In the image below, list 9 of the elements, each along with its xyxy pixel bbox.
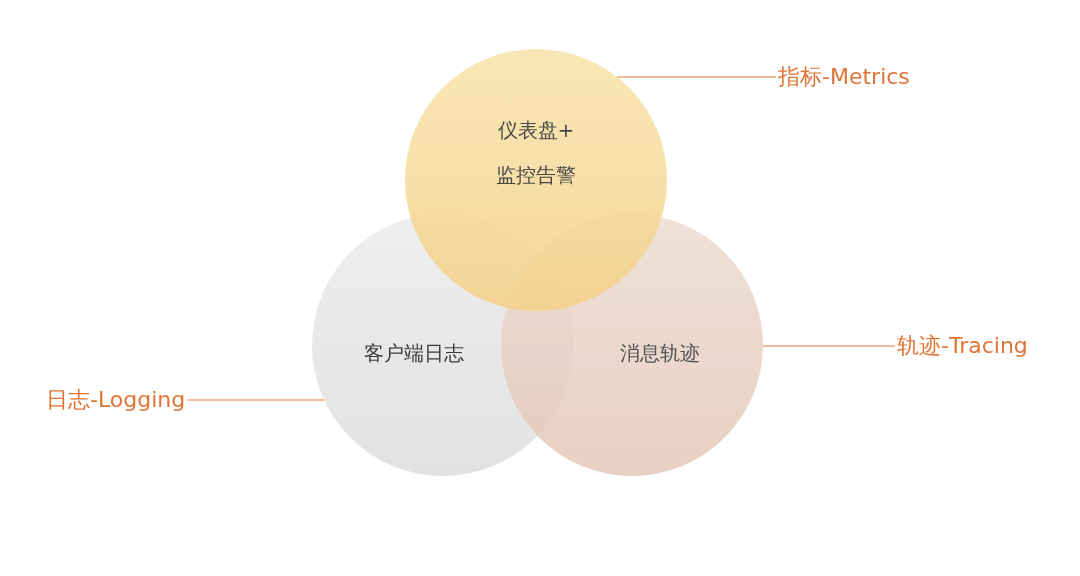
circle-text: 仪表盘+监控告警	[495, 117, 577, 189]
category-label: 日志-Logging	[46, 386, 186, 414]
circle-text: 客户端日志	[364, 340, 464, 366]
circle-text: 消息轨迹	[620, 340, 700, 366]
leader-line	[762, 345, 896, 347]
leader-line	[616, 76, 777, 78]
leader-line	[186, 399, 325, 401]
category-label: 指标-Metrics	[778, 63, 910, 91]
category-label: 轨迹-Tracing	[897, 332, 1028, 360]
